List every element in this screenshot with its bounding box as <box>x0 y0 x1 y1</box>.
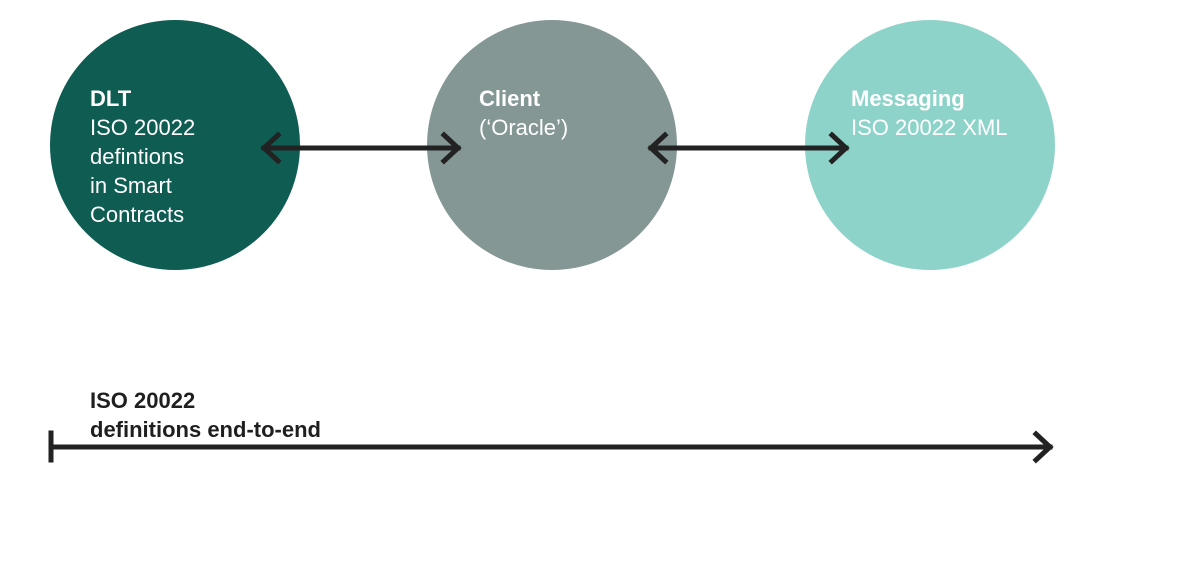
dlt-line-3: in Smart <box>90 173 172 198</box>
dlt-line-2: defintions <box>90 144 185 169</box>
dlt-line-4: Contracts <box>90 202 185 227</box>
dlt-client-arrowhead-left <box>260 131 282 165</box>
messaging-heading: Messaging <box>851 86 965 111</box>
client-heading: Client <box>479 86 541 111</box>
dlt-text: DLT ISO 20022 defintions in Smart Contra… <box>90 84 195 229</box>
client-line-1: (‘Oracle’) <box>479 115 569 140</box>
timeline-arrowhead <box>1032 430 1054 464</box>
dlt-line-1: ISO 20022 <box>90 115 196 140</box>
dlt-heading: DLT <box>90 86 132 111</box>
client-circle <box>427 20 677 270</box>
messaging-text: Messaging ISO 20022 XML <box>851 84 1008 142</box>
client-messaging-arrowhead-right <box>828 131 850 165</box>
messaging-circle <box>805 20 1055 270</box>
messaging-line-1: ISO 20022 XML <box>851 115 1008 140</box>
timeline-label-line-2: definitions end-to-end <box>90 417 321 442</box>
dlt-circle <box>50 20 300 270</box>
client-messaging-arrowhead-left <box>647 131 669 165</box>
timeline-label: ISO 20022 definitions end-to-end <box>90 386 321 444</box>
client-text: Client (‘Oracle’) <box>479 84 568 142</box>
dlt-client-arrowhead-right <box>440 131 462 165</box>
timeline-label-line-1: ISO 20022 <box>90 388 196 413</box>
